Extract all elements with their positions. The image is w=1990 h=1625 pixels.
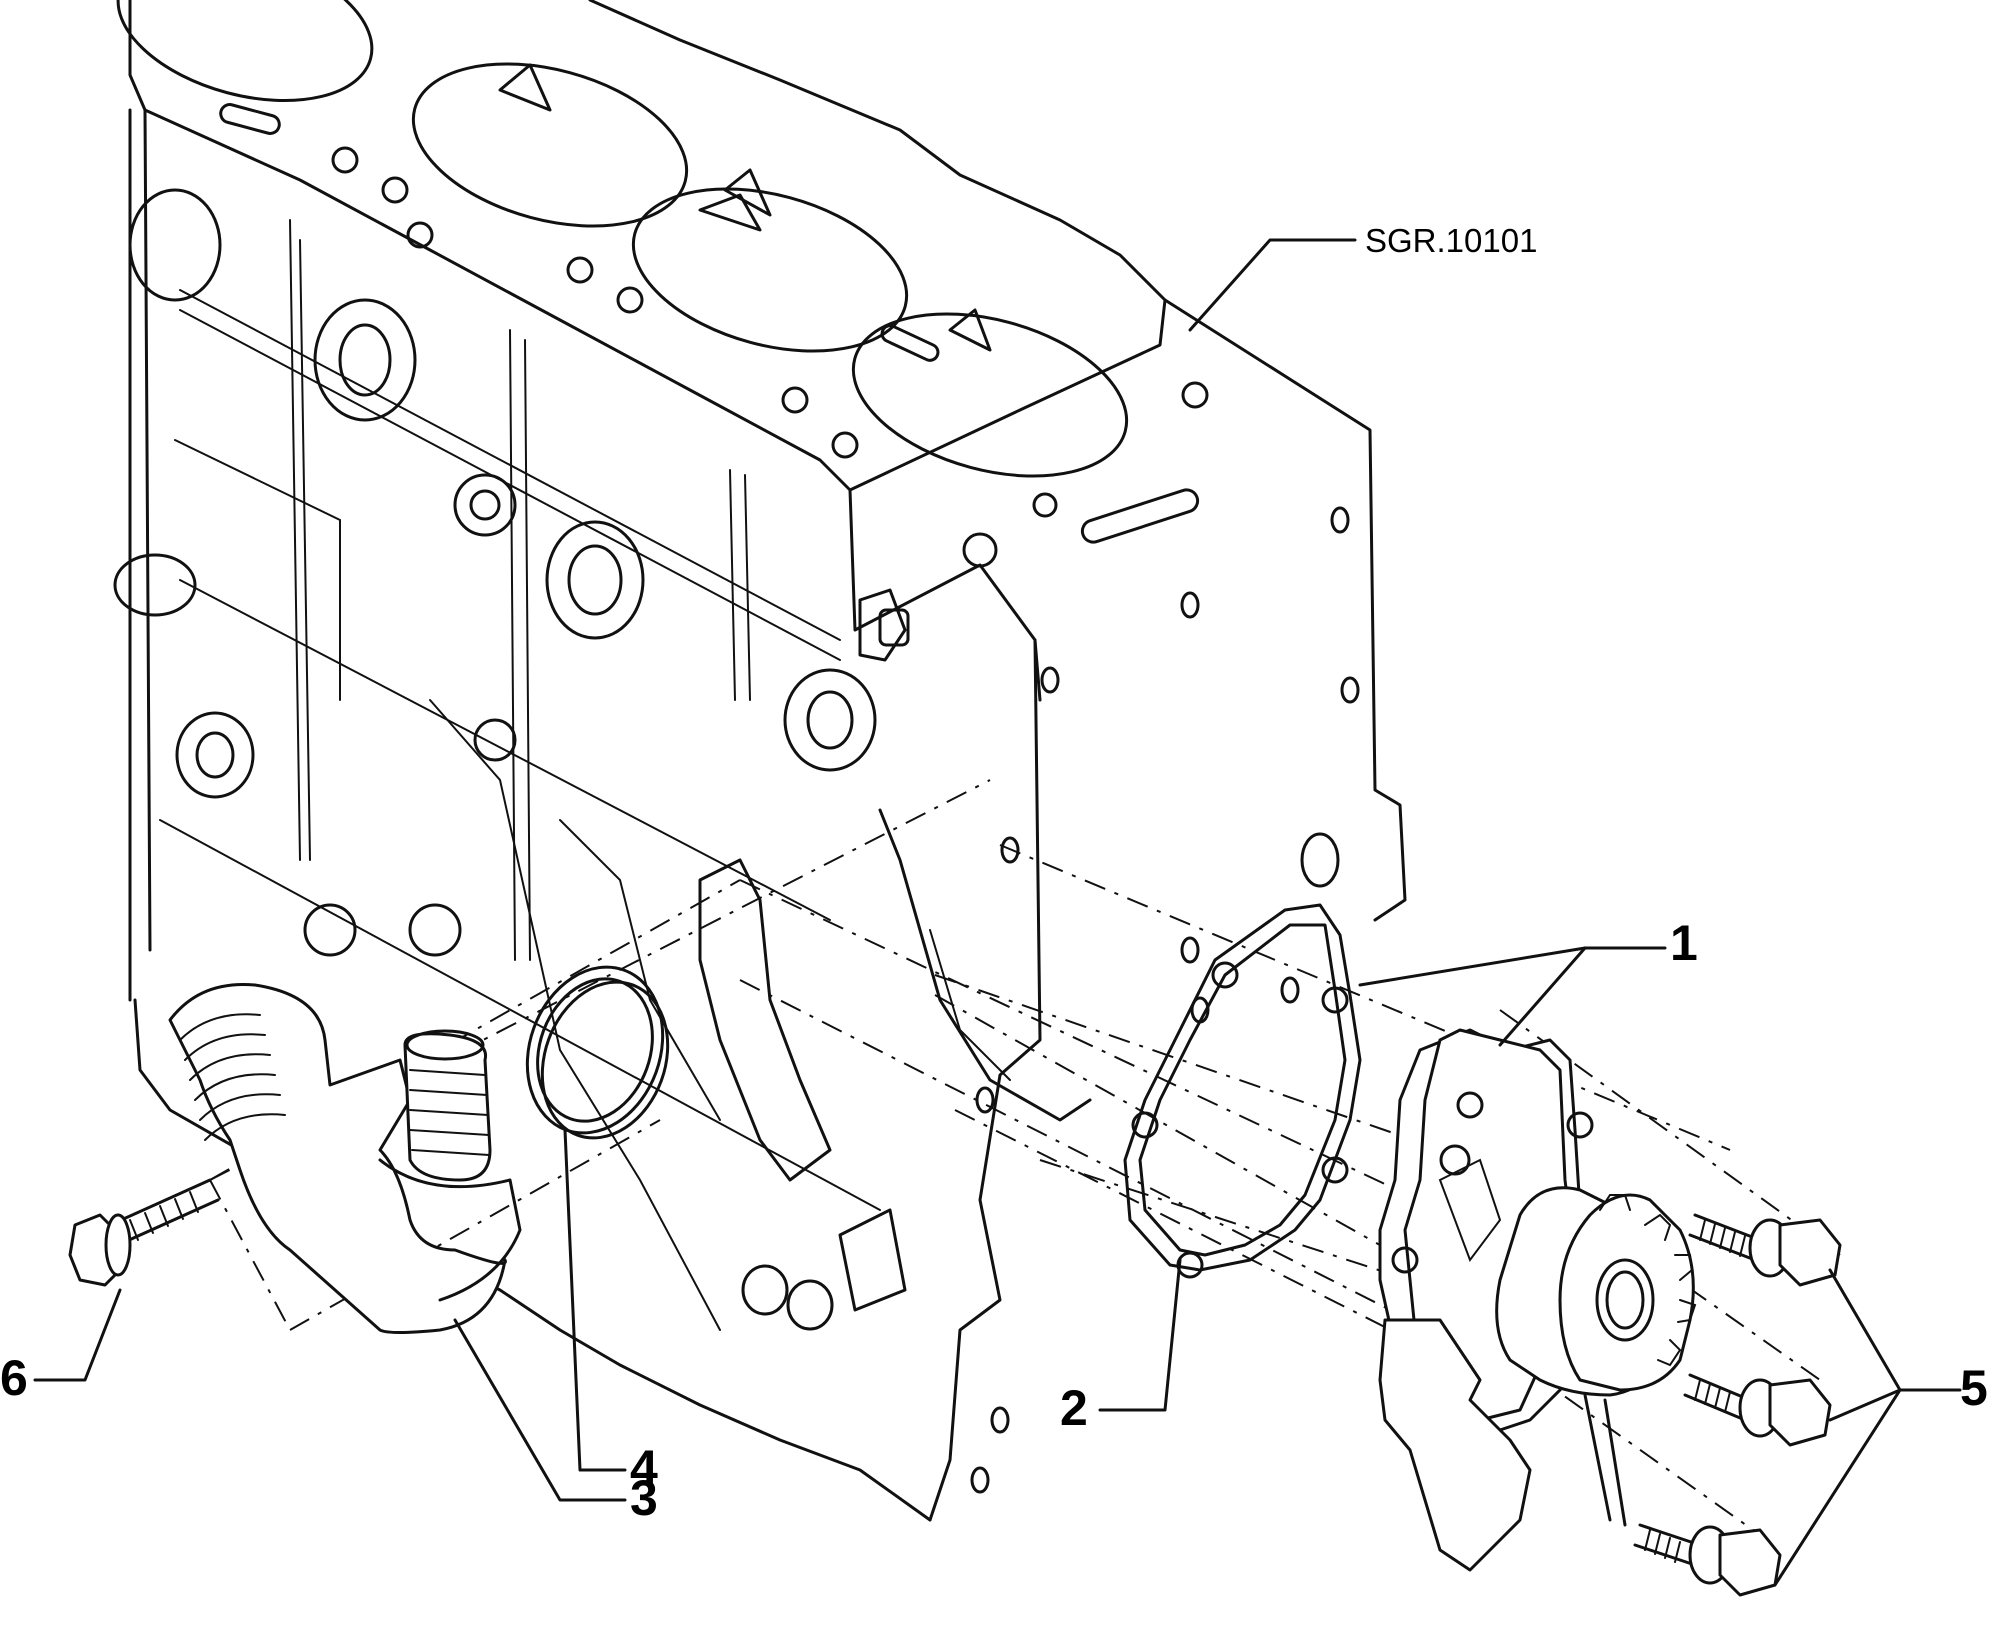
pump-bolt-lower [1633,1523,1782,1597]
pump-bolts [1633,1213,1842,1597]
callout-3: 3 [630,1470,658,1526]
leader-lines [33,238,1962,1587]
pump-gasket [1123,903,1362,1279]
pump-bolt-upper [1688,1213,1842,1287]
callout-4: 4 [630,1440,658,1496]
o-ring-seal [525,965,670,1140]
callout-2: 2 [1060,1380,1088,1436]
elbow-hose [168,982,522,1334]
hose-bolt [68,1178,220,1287]
callout-5: 5 [1960,1360,1988,1416]
engine-block [113,0,1407,1522]
pump-bolt-middle [1683,1373,1832,1447]
water-pump [1378,1028,1697,1572]
callout-1: 1 [1670,915,1698,971]
drawing-code-label: SGR.10101 [1365,222,1537,259]
callout-6: 6 [0,1350,28,1406]
